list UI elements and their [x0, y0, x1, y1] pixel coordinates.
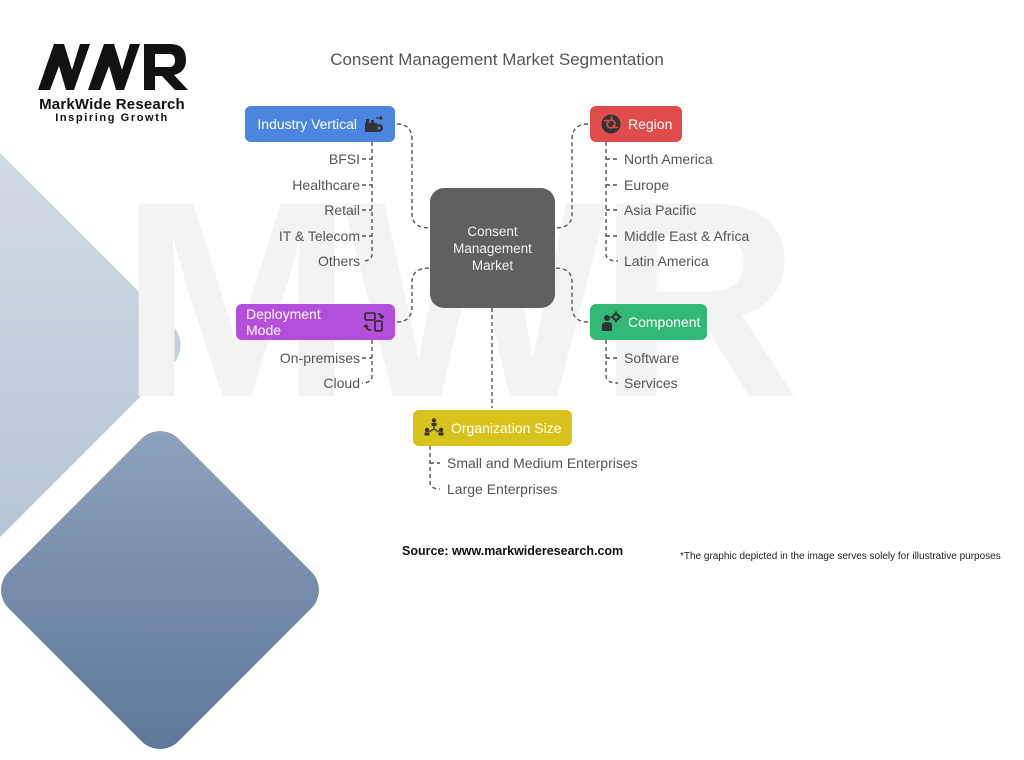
list-item: Large Enterprises: [447, 481, 558, 497]
segment-label: Component: [628, 314, 701, 330]
person-gear-icon: [600, 311, 622, 333]
center-line-2: Management: [453, 240, 532, 256]
center-line-1: Consent: [467, 223, 518, 239]
list-item: Healthcare: [292, 177, 360, 193]
list-item: Cloud: [323, 375, 360, 391]
list-item: North America: [624, 151, 713, 167]
list-item: Asia Pacific: [624, 202, 697, 218]
devices-sync-icon: [363, 311, 385, 333]
list-item: Europe: [624, 177, 670, 193]
list-item: Small and Medium Enterprises: [447, 455, 638, 471]
connector-deployment-items: [361, 340, 373, 384]
list-item: Retail: [324, 202, 360, 218]
center-line-3: Market: [471, 257, 514, 273]
brand-name: MarkWide Research: [39, 96, 185, 113]
segment-industry-vertical: Industry Vertical: [245, 106, 395, 142]
segment-organization-size: Organization Size: [413, 410, 572, 446]
connector-industry-items: [361, 142, 373, 262]
connector-deployment: [396, 267, 431, 323]
list-item: IT & Telecom: [278, 228, 360, 244]
list-item: Services: [624, 375, 678, 391]
list-item: Others: [317, 253, 360, 269]
source-text: Source: www.markwideresearch.com: [402, 544, 624, 558]
segment-region: Region: [590, 106, 682, 142]
org-hierarchy-icon: [423, 417, 445, 439]
segment-label: Organization Size: [451, 420, 562, 436]
connector-organization-items: [429, 446, 441, 490]
connector-region: [554, 123, 589, 229]
page-title: Consent Management Market Segmentation: [330, 50, 664, 69]
segment-label: Industry Vertical: [257, 116, 357, 132]
brand-tagline: Inspiring Growth: [55, 112, 169, 124]
connector-lines: [361, 123, 619, 490]
connector-component: [554, 267, 589, 323]
mwr-logo-mark-icon: [38, 44, 188, 90]
segment-deployment-mode: Deployment Mode: [236, 304, 395, 340]
connector-region-items: [605, 142, 619, 262]
brand-logo: MarkWide Research Inspiring Growth: [32, 40, 192, 124]
industry-icon: [363, 113, 385, 135]
list-item: On-premises: [279, 350, 360, 366]
segment-component: Component: [590, 304, 707, 340]
list-item: BFSI: [328, 151, 360, 167]
segment-label: Deployment Mode: [246, 306, 321, 338]
connector-industry: [396, 123, 431, 229]
globe-icon: [600, 113, 622, 135]
center-node: Consent Management Market: [430, 188, 555, 308]
list-item: Software: [624, 350, 680, 366]
segment-label: Region: [628, 116, 673, 132]
list-item: Middle East & Africa: [624, 228, 750, 244]
list-item: Latin America: [624, 253, 709, 269]
disclaimer-text: *The graphic depicted in the image serve…: [680, 551, 1001, 562]
connector-component-items: [605, 340, 619, 384]
